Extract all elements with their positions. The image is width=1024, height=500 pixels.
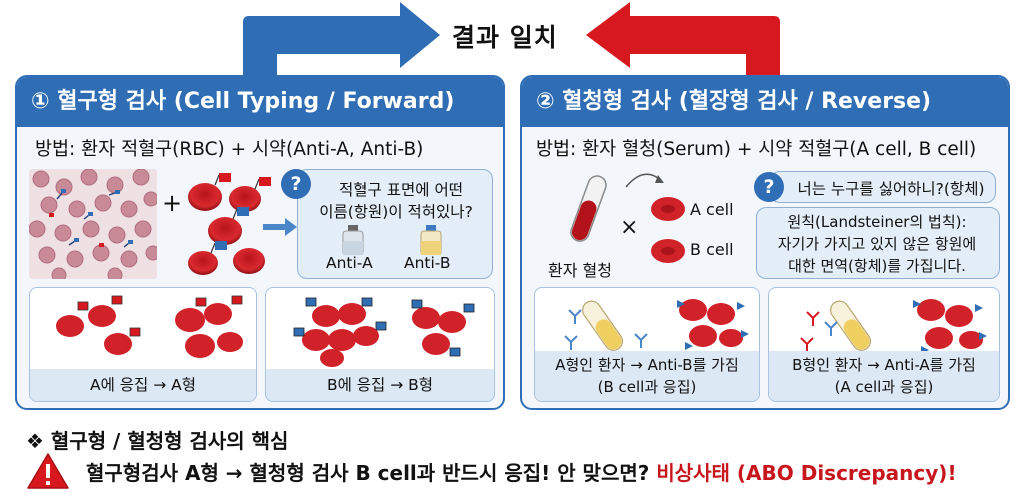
curved-arrow-icon — [625, 173, 664, 188]
cell-typing-method: 방법: 환자 적혈구(RBC) + 시약(Anti-A, Anti-B) — [35, 139, 424, 160]
serum-result-box-b: B형인 환자 → Anti-A를 가짐 (A cell과 응집) — [768, 287, 1000, 402]
to-question-arrow — [263, 218, 297, 236]
cell-typing-panel: ① 혈구형 검사 (Cell Typing / Forward) 방법: 환자 … — [15, 75, 505, 410]
key-point-main: 혈구형검사 A형 → 혈청형 검사 B cell과 반드시 응집! 안 맞으면? — [86, 461, 657, 485]
serum-typing-method: 방법: 환자 혈청(Serum) + 시약 적혈구(A cell, B cell… — [536, 139, 977, 160]
principle-line2: 자기가 가지고 있지 않은 항원에 — [777, 235, 977, 253]
reagent-anti-a-label: Anti-A — [326, 254, 373, 272]
serum-tube-icon — [570, 175, 607, 242]
a-agglutination-image — [56, 295, 243, 358]
reagent-anti-b-label: Anti-B — [404, 254, 451, 272]
result-b-caption: B에 응집 → B형 — [266, 369, 494, 401]
flag-b — [237, 207, 249, 216]
serum-tube-label: 환자 혈청 — [548, 261, 612, 280]
antibody-question-bubble: 너는 누구를 싫어하니?(항체) — [770, 171, 996, 203]
serum-typing-panel: ② 혈청형 검사 (혈장형 검사 / Reverse) 방법: 환자 혈청(Se… — [520, 75, 1010, 410]
principle-line3: 대한 면역(항체)를 가집니다. — [788, 257, 966, 275]
question-icon: ? — [754, 172, 784, 202]
principle-line1: 원칙(Landsteiner의 법칙): — [787, 213, 967, 231]
serum-result-box-a: A형인 환자 → Anti-B를 가짐 (B cell과 응집) — [534, 287, 760, 402]
serum-result-b-caption: B형인 환자 → Anti-A를 가짐 (A cell과 응집) — [769, 351, 999, 401]
key-point-statement: 혈구형검사 A형 → 혈청형 검사 B cell과 반드시 응집! 안 맞으면?… — [86, 457, 957, 486]
a-cell-label: A cell — [690, 200, 734, 219]
rbc-cell — [233, 248, 265, 274]
b-agglutination-image — [293, 297, 475, 367]
reagent-cells-image — [651, 197, 685, 263]
result-match-title: 결과 일치 — [452, 23, 558, 52]
anti-b-reaction-image — [564, 299, 749, 351]
flag-a — [219, 173, 231, 182]
abo-discrepancy-alert: 비상사태 (ABO Discrepancy)! — [656, 461, 957, 485]
rbc-cell — [208, 217, 242, 245]
serum-result-b-line2: (A cell과 응집) — [834, 378, 934, 396]
serum-result-b-line1: B형인 환자 → Anti-A를 가짐 — [792, 356, 976, 374]
cell-typing-header: ① 혈구형 검사 (Cell Typing / Forward) — [17, 77, 503, 127]
landsteiner-principle-bubble: 원칙(Landsteiner의 법칙): 자기가 가지고 있지 않은 항원에 대… — [756, 207, 1000, 279]
flag-b — [215, 241, 227, 250]
question-icon: ? — [281, 169, 311, 199]
result-match-arrows — [243, 2, 780, 80]
blue-arrow — [243, 2, 440, 80]
question-line1: 적혈구 표면에 어떤 — [339, 181, 463, 199]
antigen-question-bubble: 적혈구 표면에 어떤 이름(항원)이 적혀있나? Anti-A Anti-B — [297, 169, 493, 279]
key-point-title: ❖ 혈구형 / 혈청형 검사의 핵심 — [26, 429, 289, 453]
b-cell-label: B cell — [690, 240, 734, 259]
blood-smear-image — [29, 169, 157, 279]
blood-smear-cells — [29, 169, 157, 279]
result-a-caption: A에 응집 → A형 — [30, 369, 256, 401]
times-sign: × — [620, 215, 639, 240]
serum-result-a-line2: (B cell과 응집) — [597, 378, 697, 396]
anti-a-bottle-icon — [342, 225, 364, 255]
anti-a-reaction-image — [800, 299, 987, 354]
flag-a — [259, 177, 271, 186]
red-arrow — [586, 2, 780, 80]
serum-result-a-line1: A형인 환자 → Anti-B를 가짐 — [555, 356, 739, 374]
rbc-cell — [188, 183, 222, 211]
question-line2: 이름(항원)이 적혀있나? — [319, 203, 473, 221]
serum-typing-header: ② 혈청형 검사 (혈장형 검사 / Reverse) — [522, 77, 1008, 127]
patient-rbc-cluster — [188, 173, 271, 275]
antibody-question: 너는 누구를 싫어하니?(항체) — [797, 180, 985, 198]
anti-b-bottle-icon — [420, 225, 442, 255]
plus-sign: + — [162, 189, 183, 217]
result-box-b: B에 응집 → B형 — [265, 287, 495, 402]
result-box-a: A에 응집 → A형 — [29, 287, 257, 402]
serum-result-a-caption: A형인 환자 → Anti-B를 가짐 (B cell과 응집) — [535, 351, 759, 401]
rbc-cell — [229, 186, 261, 212]
warning-icon — [27, 453, 69, 489]
rbc-cell — [188, 251, 218, 275]
